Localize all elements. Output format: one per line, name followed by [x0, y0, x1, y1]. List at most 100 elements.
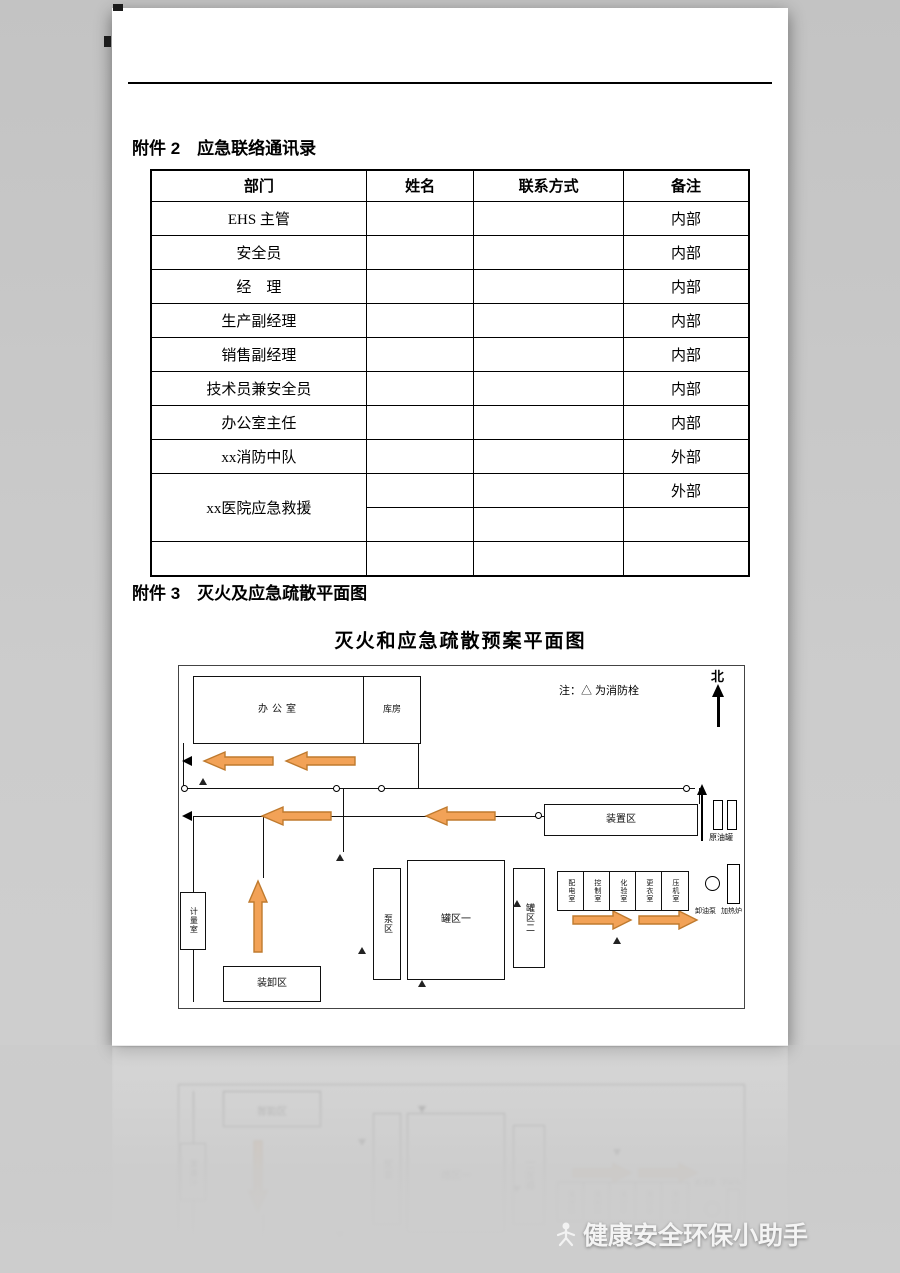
attachment2-heading: 附件 2 应急联络通讯录 [132, 139, 317, 158]
room-pump-area: 泵区 [373, 1113, 401, 1226]
footer-brand-text: 健康安全环保小助手 [582, 1222, 808, 1250]
unload-pump-icon [705, 875, 720, 891]
document-page: 附件 2 应急联络通讯录 部门 姓名 联系方式 备注 EHS 主管 内部 安全员 [112, 8, 788, 1046]
unload-pump-label: 卸油泵 [695, 1178, 716, 1186]
department-cell [150, 540, 367, 577]
exit-arrow-shaft [701, 1252, 703, 1262]
table-row: 技术员兼安全员 内部 [150, 370, 750, 406]
contact-cell [473, 370, 624, 406]
crude-oil-tank-label: 原油罐 [709, 832, 733, 842]
evacuation-arrow-right [638, 909, 699, 930]
contact-cell [473, 234, 624, 270]
wall-line [263, 815, 264, 878]
name-cell [365, 302, 475, 338]
evacuation-arrow-right [638, 1163, 699, 1184]
room-lab: 化验室 [609, 870, 637, 911]
room-metering: 计量室 [180, 1143, 206, 1202]
col-header-department: 部门 [150, 169, 367, 202]
table-row: 办公室主任 内部 [150, 404, 750, 440]
fire-hydrant-icon [199, 777, 207, 785]
fire-hydrant-icon [613, 936, 621, 944]
header-rule [128, 82, 772, 84]
corridor-line [193, 815, 545, 817]
floor-plan: 北 注：△ 为消防栓 办公室 库房 [178, 664, 745, 1009]
wall-line [699, 787, 700, 804]
remark-cell [622, 506, 750, 542]
evacuation-arrow-left [424, 805, 496, 826]
contact-cell [473, 302, 624, 338]
crude-oil-tank-icon [713, 799, 723, 830]
door-marker [683, 784, 690, 792]
name-cell [365, 234, 475, 270]
department-cell: 经 理 [150, 268, 367, 304]
contact-cell [473, 336, 624, 372]
fire-hydrant-icon [613, 1149, 621, 1157]
name-cell [365, 438, 475, 474]
wall-line [193, 1091, 194, 1262]
contact-cell [473, 472, 624, 508]
table-row: EHS 主管 内部 [150, 200, 750, 236]
room-tank-area-1: 罐区一 [407, 859, 505, 980]
fire-hydrant-icon [336, 1232, 344, 1240]
department-cell: xx医院应急救援 [150, 472, 367, 542]
name-cell [365, 540, 475, 577]
table-row: xx消防中队 外部 [150, 438, 750, 474]
table-row: 安全员 内部 [150, 234, 750, 270]
contact-cell [473, 268, 624, 304]
name-cell [365, 404, 475, 440]
scan-artifact [113, 4, 123, 11]
wall-line [343, 787, 344, 852]
evacuation-arrow-left [284, 750, 356, 771]
room-unit-area: 装置区 [544, 803, 698, 836]
table-row: 经 理 内部 [150, 268, 750, 304]
emergency-contact-table: 部门 姓名 联系方式 备注 EHS 主管 内部 安全员 内部 经 理 [150, 168, 750, 577]
name-cell [365, 370, 475, 406]
room-power: 配电室 [557, 870, 585, 911]
fire-hydrant-icon [358, 1139, 366, 1147]
department-cell: 销售副经理 [150, 336, 367, 372]
room-control: 控制室 [583, 870, 611, 911]
unload-pump-icon [705, 1202, 720, 1218]
contact-cell [473, 404, 624, 440]
fire-hydrant-icon [513, 899, 521, 907]
name-cell [365, 200, 475, 236]
north-arrow-shaft [717, 696, 720, 727]
table-row: xx医院应急救援 外部 [150, 472, 750, 542]
col-header-remark: 备注 [622, 169, 750, 202]
department-cell: 技术员兼安全员 [150, 370, 367, 406]
evacuation-arrow-up [247, 879, 269, 953]
fire-hydrant-icon [336, 853, 344, 861]
heating-furnace-label: 加热炉 [721, 907, 742, 915]
room-unit-area: 装置区 [544, 1257, 698, 1262]
wall-line [418, 742, 419, 788]
department-cell: 办公室主任 [150, 404, 367, 440]
fire-hydrant-icon [418, 979, 426, 987]
north-label: 北 [711, 668, 725, 684]
table-row: 生产副经理 内部 [150, 302, 750, 338]
exit-arrow-icon [182, 755, 192, 766]
door-marker [181, 784, 188, 792]
contact-cell [473, 200, 624, 236]
department-cell: EHS 主管 [150, 200, 367, 236]
heating-furnace-label: 加热炉 [721, 1178, 742, 1186]
table-header-row: 部门 姓名 联系方式 备注 [150, 169, 750, 202]
evacuation-arrow-right [572, 1163, 633, 1184]
room-office: 办公室 [193, 675, 365, 744]
corridor-line [183, 787, 695, 789]
person-icon [556, 1222, 576, 1247]
department-cell: 安全员 [150, 234, 367, 270]
footer-brand: 健康安全环保小助手 [555, 1216, 808, 1252]
remark-cell: 内部 [622, 404, 750, 440]
table-row: 销售副经理 内部 [150, 336, 750, 372]
room-pump-area: 泵区 [373, 867, 401, 980]
room-warehouse: 库房 [363, 675, 421, 744]
fire-hydrant-icon [418, 1106, 426, 1114]
col-header-contact: 联系方式 [473, 169, 624, 202]
wall-line [343, 1241, 344, 1262]
evacuation-arrow-up [247, 1140, 269, 1214]
contact-cell [473, 506, 624, 542]
name-cell [365, 268, 475, 304]
room-tank-area-2: 罐区二 [513, 1125, 545, 1226]
name-cell [365, 506, 475, 542]
remark-cell: 内部 [622, 268, 750, 304]
